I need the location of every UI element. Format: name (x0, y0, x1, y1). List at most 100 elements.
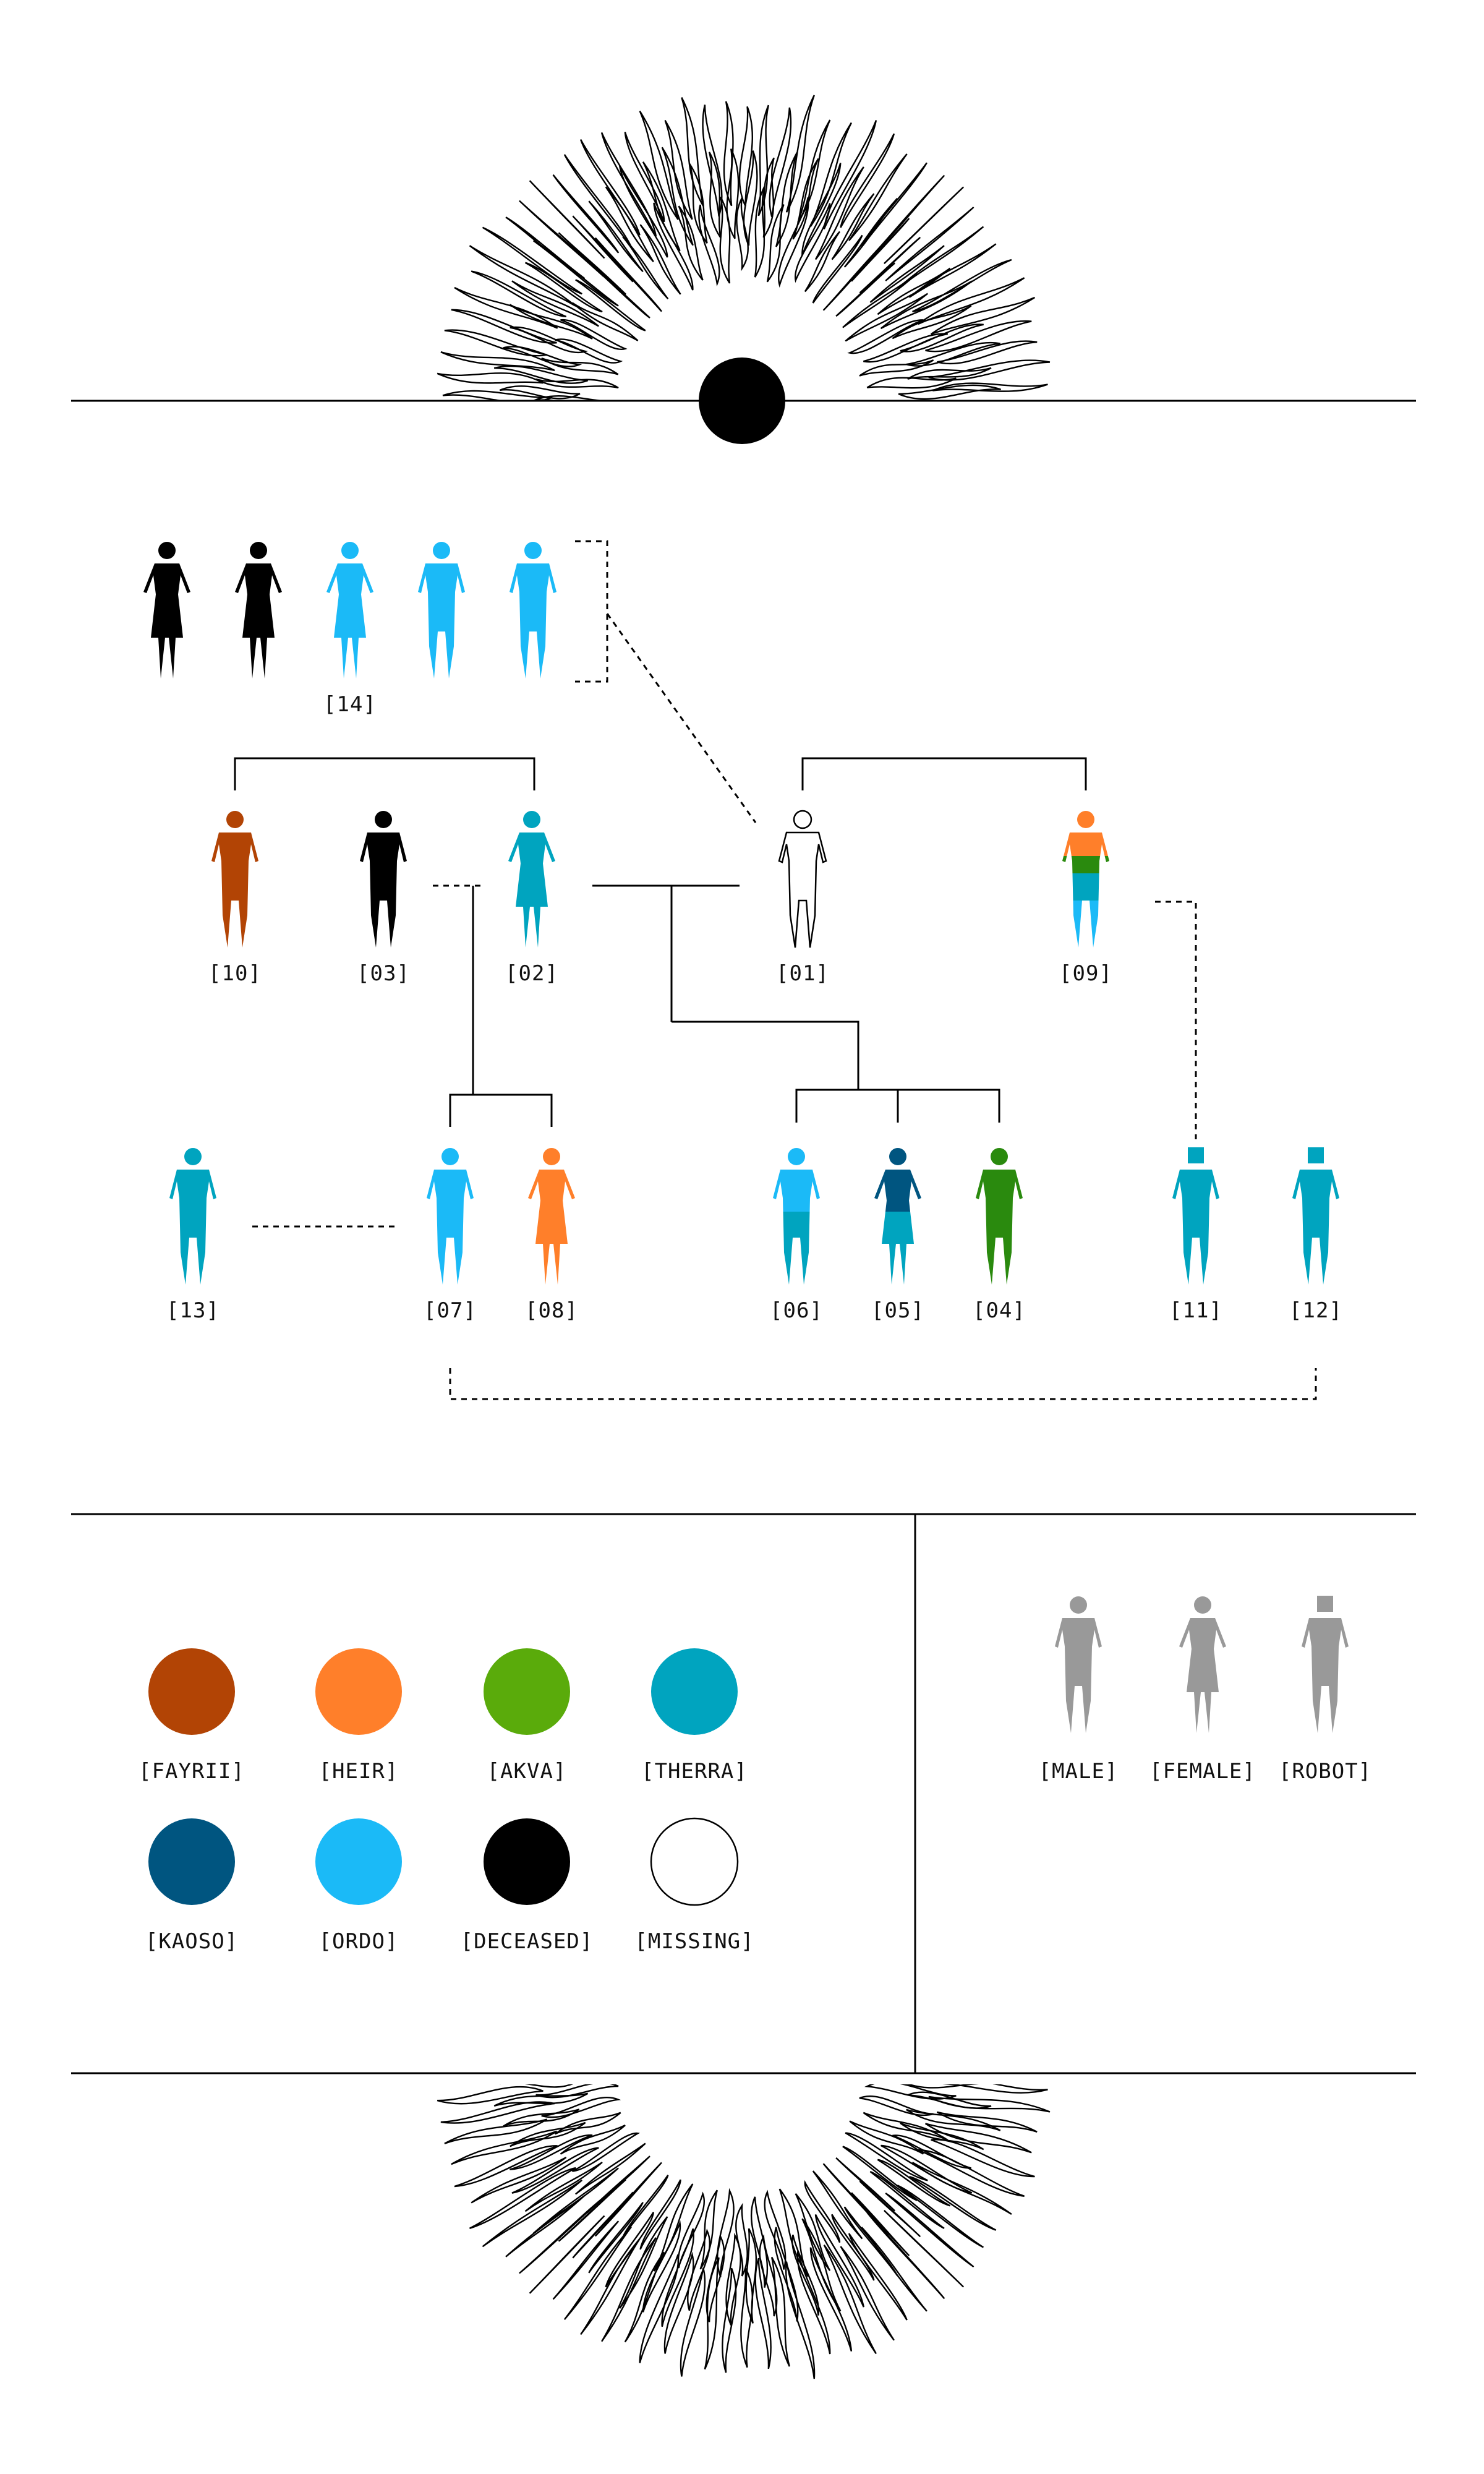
legend-color-missing: [MISSING] (634, 1817, 754, 1954)
sun-ray (932, 382, 1048, 392)
figure-head (184, 1148, 202, 1165)
sun-ray (624, 132, 665, 223)
sun-ray (510, 2121, 586, 2147)
figure-stripe (874, 1170, 921, 1212)
figure-head-square (1308, 1147, 1324, 1163)
sun-ray (503, 346, 582, 367)
sun-ray (639, 110, 679, 220)
figure-body (1292, 1170, 1339, 1285)
sun-ray (831, 193, 875, 260)
sun-ray (699, 2189, 718, 2270)
children-07-08-bracket (449, 1094, 553, 1127)
legend-color-label: [ORDO] (319, 1929, 399, 1954)
person-p07-figure (427, 1148, 474, 1285)
sun-ray (851, 2192, 910, 2256)
figure-head (375, 811, 392, 828)
sun-ray (642, 2220, 681, 2313)
sun-ray (863, 333, 948, 363)
sun-ray (558, 232, 627, 295)
sun-ray (764, 2189, 787, 2270)
figure-head-square (1317, 1596, 1333, 1612)
person-p13-label: [13] (166, 1298, 220, 1323)
sun-ray (840, 2246, 895, 2341)
figure-body (169, 1170, 216, 1285)
sun-ray (560, 319, 628, 351)
legend-color-label: [MISSING] (634, 1929, 754, 1954)
figure-head (441, 1148, 459, 1165)
sun-ray (877, 2159, 951, 2207)
sun-ray (639, 224, 681, 295)
top-sun-rays (437, 95, 1051, 401)
figure-head (889, 1148, 906, 1165)
sun-ray (900, 2122, 984, 2151)
sun-ray (796, 2251, 831, 2355)
sun-ray (493, 2092, 589, 2107)
legend-robot-figure (1302, 1596, 1349, 1733)
sun-ray (931, 2139, 1035, 2178)
legend-color-deceased: [DECEASED] (461, 1818, 592, 1954)
sun-ray (897, 226, 984, 289)
legend-type-label: [MALE] (1039, 1759, 1119, 1784)
sun-ray (859, 2180, 921, 2238)
figure-body (418, 563, 465, 678)
group-14: [14] (143, 542, 556, 717)
person-p08-label: [08] (525, 1298, 578, 1323)
person-p07-label: [07] (424, 1298, 477, 1323)
sun-ray (552, 2220, 620, 2300)
legend-swatch (651, 1648, 738, 1735)
sun-ray (849, 2120, 924, 2155)
legend-type-label: [ROBOT] (1279, 1759, 1371, 1784)
sun-ray (869, 2170, 945, 2229)
figure-body-stripes (1062, 833, 1109, 948)
sun-ray (906, 2108, 1001, 2131)
sun-ray (814, 2214, 864, 2308)
figure-body (211, 833, 258, 948)
sun-ray (735, 2202, 748, 2277)
sun-ray (509, 304, 593, 340)
sun-ray (642, 161, 681, 252)
legend-female-figure (1179, 1596, 1226, 1733)
sun-ray (560, 2125, 626, 2155)
person-p02: [02] (505, 811, 558, 986)
sun-ray (928, 2095, 1051, 2113)
sun-ray (579, 139, 641, 236)
p07-p12-dashed-link (449, 1368, 1317, 1400)
sun-ray (809, 2247, 853, 2352)
p10-p02-parent-bracket (234, 757, 535, 790)
sun-ray (840, 133, 895, 228)
sun-ray (918, 2149, 1025, 2197)
sun-ray (809, 122, 852, 227)
sun-ray (924, 2123, 1032, 2154)
figure-body (427, 1170, 474, 1285)
sun-ray (795, 203, 831, 283)
sun-ray (575, 279, 646, 332)
person-p13-figure (169, 1148, 216, 1285)
sun-ray (698, 204, 720, 287)
sun-ray (704, 2257, 720, 2370)
sun-ray (524, 2162, 603, 2212)
group14-member-2 (235, 542, 282, 678)
sun-ray (471, 270, 567, 318)
sun-ray (541, 2096, 621, 2118)
sun-ray (664, 119, 693, 220)
figure-body (528, 1170, 575, 1285)
sun-ray (440, 2101, 555, 2124)
sun-ray (814, 166, 864, 260)
legend-male-figure (1055, 1596, 1102, 1733)
sun-ray (754, 2258, 772, 2369)
sun-ray (942, 2084, 1048, 2094)
legend-type-male: [MALE] (1039, 1596, 1119, 1784)
sun-ray (471, 2157, 567, 2204)
relationship-lines (234, 540, 1317, 1400)
sun-ray (759, 2234, 778, 2317)
figure-stripe (1062, 873, 1109, 901)
p01-p09-sibling-bracket (801, 757, 1087, 790)
sun-ray (552, 174, 620, 254)
figure-head (158, 542, 176, 559)
sun-ray (797, 119, 831, 223)
sun-ray (505, 2194, 586, 2258)
sun-ray (925, 320, 1032, 353)
sun-ray (937, 340, 1038, 365)
person-p03-label: [03] (357, 961, 410, 986)
sun-ray (859, 359, 934, 377)
